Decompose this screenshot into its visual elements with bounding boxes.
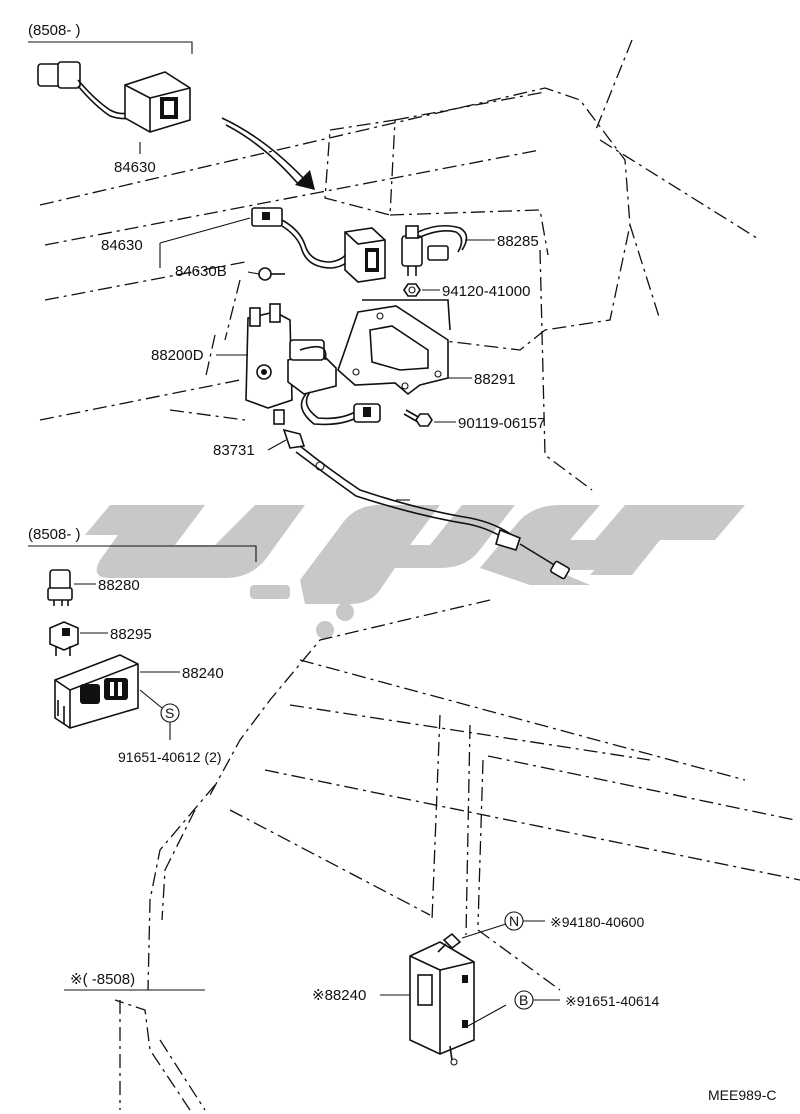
- label-90119: 90119-06157: [458, 415, 545, 432]
- label-84630-lower: 84630: [101, 237, 143, 254]
- label-88295: 88295: [110, 626, 152, 643]
- label-91651-40612: 91651-40612 (2): [118, 749, 222, 765]
- part-94120-nut: [403, 283, 421, 297]
- marker-n: N: [509, 913, 519, 929]
- group-bracket-3: ※( -8508): [64, 971, 205, 991]
- label-84630B: 84630B: [175, 263, 227, 280]
- label-88285: 88285: [497, 233, 539, 250]
- group-bracket-2: (8508- ): [28, 526, 257, 562]
- group-bracket-1: (8508- ): [28, 22, 193, 54]
- group-bracket-2-label: (8508- ): [28, 526, 81, 543]
- part-88240-lower-computer: [409, 941, 475, 1066]
- part-88295-relay: [49, 621, 79, 656]
- group-bracket-3-label: ※( -8508): [70, 971, 135, 988]
- marker-s: S: [165, 705, 174, 721]
- part-90119-bolt: [403, 409, 433, 427]
- part-88200D-actuator: [245, 303, 381, 426]
- watermark-logo: [85, 505, 745, 639]
- marker-b: B: [519, 992, 528, 1008]
- part-84630B-screw: [258, 267, 285, 281]
- location-arrow: [221, 117, 315, 190]
- vehicle-body-outlines: [39, 39, 800, 1111]
- group-bracket-1-label: (8508- ): [28, 22, 81, 39]
- label-88280: 88280: [98, 577, 140, 594]
- reference-code: MEE989-C: [708, 1087, 776, 1103]
- part-83731-cable: [282, 428, 570, 580]
- part-88291-bracket: [337, 299, 451, 396]
- label-88240-lower: ※88240: [312, 987, 366, 1004]
- label-88240: 88240: [182, 665, 224, 682]
- label-88200D: 88200D: [151, 347, 204, 364]
- label-91651-40614: ※91651-40614: [565, 993, 659, 1009]
- part-84630-switch-lower: [251, 207, 386, 283]
- part-88285-switch: [401, 224, 468, 276]
- label-94180: ※94180-40600: [550, 914, 644, 930]
- part-88240-computer: [54, 654, 139, 729]
- part-88280: [47, 569, 73, 606]
- label-88291: 88291: [474, 371, 516, 388]
- label-94120: 94120-41000: [442, 283, 530, 300]
- part-94180-bolt: [437, 932, 462, 953]
- label-84630-top: 84630: [114, 159, 156, 176]
- label-83731: 83731: [213, 442, 255, 459]
- part-84630-switch-top: [37, 61, 191, 133]
